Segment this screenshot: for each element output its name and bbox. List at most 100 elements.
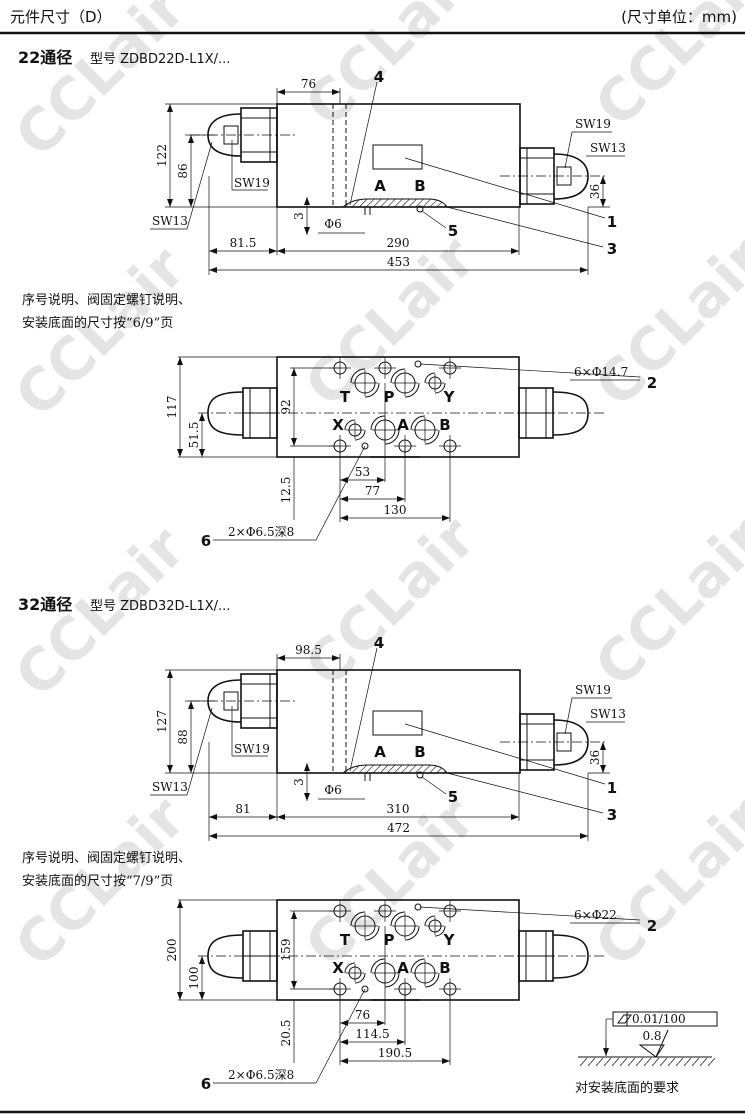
pins-label: 2×Φ6.5深8: [228, 1068, 294, 1082]
callout-3-leader: [446, 206, 604, 248]
port-label: X: [332, 416, 344, 434]
port-seal: [390, 911, 406, 927]
roughness-value: 0.8: [642, 1029, 661, 1043]
sw19-right: SW19: [575, 683, 611, 697]
section-size: 32通径: [18, 595, 72, 614]
port-b-label: B: [414, 177, 425, 195]
dim-center: 88: [176, 729, 190, 744]
port-seal: [424, 972, 440, 988]
port-label: Y: [443, 388, 456, 406]
right-connector-cap: [552, 934, 589, 979]
dim-top: 76: [301, 77, 316, 91]
right-connector-cap: [553, 153, 589, 200]
dim-height: 127: [155, 710, 169, 733]
callout-2: 2: [647, 917, 657, 935]
dim-pin-dia: Φ6: [324, 783, 341, 797]
dim-x1: 53: [355, 465, 370, 479]
dim-left: 81: [235, 802, 250, 816]
dim-center: 86: [176, 163, 190, 178]
port-seal: [350, 368, 366, 384]
dim-total: 453: [387, 255, 410, 269]
flatness-tolerance: 0.01/100: [632, 1012, 686, 1026]
port-seal: [384, 972, 400, 988]
screw-5: [416, 205, 424, 213]
sw13-leader: [186, 141, 213, 230]
callout-4-leader: [349, 81, 378, 206]
name-plate: [372, 144, 423, 170]
holes-leader: [419, 906, 641, 921]
callout-1: 1: [607, 213, 617, 231]
sw19-leader: [564, 697, 573, 735]
unit-note: (尺寸单位：mm): [621, 8, 737, 26]
pins-leader: [315, 988, 366, 1084]
tolerance-box: [626, 1011, 718, 1027]
sw19-left: SW19: [234, 176, 270, 190]
dim-body: 310: [387, 802, 410, 816]
surface-hatch: [643, 1057, 652, 1067]
name-plate: [372, 710, 423, 736]
port-seal: [364, 925, 380, 941]
surface-hatch: [603, 1057, 612, 1067]
port-b-label: B: [414, 743, 425, 761]
dim-center: 51.5: [187, 422, 201, 449]
dim-total: 472: [387, 821, 410, 835]
port-label: T: [340, 931, 351, 949]
sw13-left: SW13: [152, 214, 188, 228]
port-seal: [410, 958, 426, 974]
dim-x3: 190.5: [378, 1046, 412, 1060]
callout-4: 4: [374, 634, 384, 652]
callout-3-leader: [446, 772, 604, 814]
sw19-leader: [564, 131, 573, 169]
subplate-section: [341, 198, 448, 208]
dim-left: 81.5: [230, 236, 257, 250]
dim-height: 122: [155, 144, 169, 167]
port-label: X: [332, 959, 344, 977]
section-model: 型号 ZDBD22D-L1X/...: [90, 52, 230, 67]
surface-hatch: [611, 1057, 620, 1067]
callout-1: 1: [607, 779, 617, 797]
dim-offset: 20.5: [279, 1020, 293, 1047]
dim-thickness: 3: [292, 778, 306, 786]
port-seal: [404, 925, 420, 941]
port-seal: [370, 958, 386, 974]
right-connector-cap: [552, 391, 589, 436]
dim-center: 100: [187, 967, 201, 990]
requirement-caption: 对安装底面的要求: [575, 1080, 679, 1096]
surface-hatch: [659, 1057, 668, 1067]
section-model: 型号 ZDBD32D-L1X/...: [90, 599, 230, 614]
roughness-symbol: [655, 1029, 669, 1058]
sw13-leader: [186, 707, 213, 796]
tolerance-box: [612, 1011, 628, 1027]
port-seal: [424, 372, 436, 384]
dim-hole-span: 92: [279, 399, 293, 414]
dim-top: 98.5: [295, 643, 322, 657]
sw13-left: SW13: [152, 780, 188, 794]
port-seal: [354, 429, 366, 441]
port-label: P: [384, 931, 395, 949]
dim-offset: 12.5: [279, 477, 293, 504]
callout-3: 3: [607, 240, 617, 258]
note-line: 安装底面的尺寸按“7/9”页: [22, 873, 173, 889]
callout-4: 4: [374, 68, 384, 86]
left-connector-cap: [207, 391, 244, 436]
port-seal: [364, 382, 380, 398]
port-seal: [344, 419, 356, 431]
note-line: 安装底面的尺寸按“6/9”页: [22, 315, 173, 331]
surface-hatch: [627, 1057, 636, 1067]
port-label: T: [340, 388, 351, 406]
surface-hatch: [699, 1057, 708, 1067]
port-label: A: [397, 959, 409, 977]
holes-label: 6×Φ14.7: [574, 365, 628, 379]
callout-3: 3: [607, 806, 617, 824]
left-connector-cap: [207, 934, 244, 979]
dim-right: 36: [588, 750, 602, 765]
callout-5-leader: [421, 776, 447, 795]
surface-hatch: [635, 1057, 644, 1067]
port-seal: [434, 382, 446, 394]
port-seal: [424, 429, 440, 445]
pins-label: 2×Φ6.5深8: [228, 525, 294, 539]
surface-hatch: [587, 1057, 596, 1067]
dim-x2: 114.5: [355, 1027, 389, 1041]
dim-height: 200: [165, 939, 179, 962]
